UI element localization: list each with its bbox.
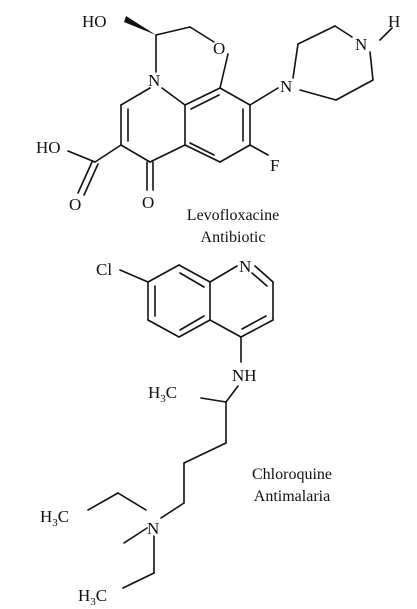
bond — [369, 51, 374, 81]
bond — [122, 572, 155, 589]
atom-label-piperazine-nh-n: N — [355, 35, 367, 54]
atom-label-chlorine: Cl — [96, 260, 112, 279]
bond — [219, 144, 251, 163]
bond — [94, 144, 122, 163]
bond — [334, 25, 353, 38]
atom-label-ring-oxygen: O — [213, 39, 225, 58]
bond — [251, 272, 268, 287]
compound-category-antibiotic: Antibiotic — [201, 229, 266, 246]
bond — [209, 319, 242, 338]
bond — [241, 315, 267, 330]
bond — [240, 319, 274, 338]
levofloxacine-structure: HO O N N N H HO O O F Levofloxacine Anti… — [36, 12, 400, 246]
bond — [117, 492, 147, 511]
bond — [219, 53, 229, 89]
atom-label-keto-oxygen: O — [142, 193, 154, 212]
bond — [83, 163, 99, 196]
bond — [184, 144, 221, 163]
atom-label-hydroxyl: HO — [82, 12, 107, 31]
bond — [160, 502, 185, 519]
chloroquine-structure: Cl N NH H3C N H3C H3C Chloroquine Antima… — [40, 257, 332, 608]
bond — [120, 87, 151, 106]
bond — [77, 161, 93, 194]
bond — [67, 150, 96, 163]
atom-label-methyl-group: H3C — [148, 383, 177, 405]
atom-label-piperazine-nh-h: H — [388, 12, 400, 31]
bond — [219, 87, 251, 106]
bond — [189, 142, 215, 156]
atom-label-amine-nh: NH — [232, 366, 257, 385]
atom-label-quinoline-nitrogen: N — [239, 257, 251, 276]
bond — [379, 27, 393, 41]
bond — [297, 25, 336, 45]
bond — [183, 442, 227, 464]
bond — [209, 265, 238, 283]
bond — [249, 144, 269, 156]
bond — [147, 319, 180, 338]
atom-label-tertiary-nitrogen: N — [147, 519, 159, 538]
bond — [200, 397, 227, 403]
bond — [292, 43, 299, 79]
bond — [123, 527, 148, 544]
bond — [179, 315, 205, 331]
stereo-wedge-bond — [124, 16, 156, 35]
bond — [249, 87, 279, 106]
bond — [178, 319, 211, 338]
bond — [119, 269, 149, 283]
atom-label-ring-nitrogen: N — [148, 71, 160, 90]
bond — [184, 87, 221, 106]
atom-label-fluorine: F — [270, 156, 279, 175]
bond — [87, 492, 119, 511]
bond — [178, 264, 211, 283]
bond — [149, 144, 186, 163]
compound-name-chloroquine: Chloroquine — [252, 466, 332, 483]
bond — [190, 94, 220, 110]
bond — [120, 144, 151, 163]
bond — [189, 26, 215, 43]
bond — [254, 265, 274, 283]
compound-name-levofloxacine: Levofloxacine — [187, 207, 279, 224]
bond — [147, 264, 180, 283]
bond — [335, 79, 374, 101]
bond — [225, 385, 239, 403]
bond — [299, 89, 337, 101]
atom-label-acid-hydroxyl: HO — [36, 138, 61, 157]
bond — [161, 87, 186, 106]
atom-label-ethyl-methyl-2: H3C — [78, 586, 107, 608]
atom-label-ethyl-methyl-1: H3C — [40, 507, 69, 529]
bond — [155, 26, 191, 36]
atom-label-acid-carbonyl-oxygen: O — [69, 195, 81, 214]
atom-label-piperazine-nitrogen: N — [280, 77, 292, 96]
bond — [179, 272, 205, 288]
compound-category-antimalaria: Antimalaria — [254, 488, 330, 505]
